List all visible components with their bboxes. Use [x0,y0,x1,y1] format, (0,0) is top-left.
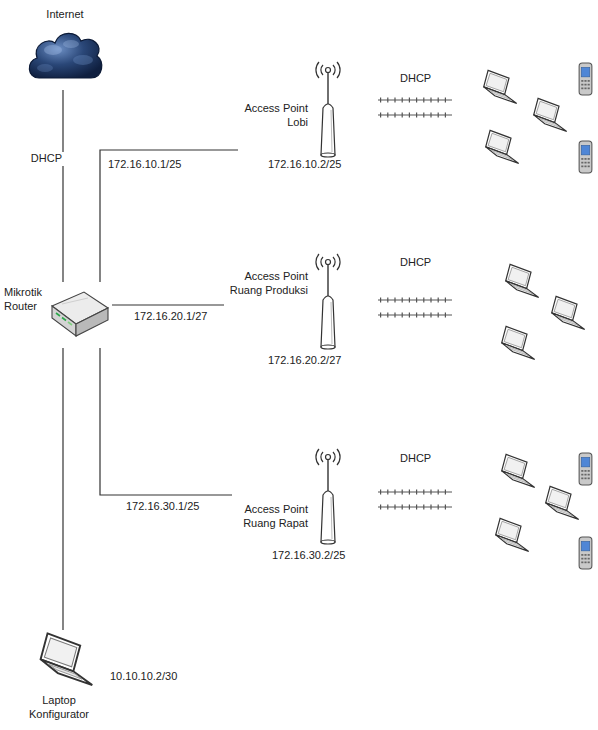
link-line [112,304,224,305]
link-line [100,150,238,282]
ip-address: 10.10.10.2/30 [110,670,177,684]
node-label: Mikrotik Router [4,286,50,314]
network-link [63,90,64,282]
access-point-icon [316,62,340,157]
client-devices [484,63,592,569]
wireless-link [378,100,452,507]
ip-address: 172.16.20.2/27 [268,354,341,368]
router-node: Mikrotik Router [4,282,112,348]
router-icon [52,292,108,336]
link-label: 172.16.20.1/27 [132,310,209,324]
network-link [100,150,238,282]
link-label: 172.16.10.1/25 [106,158,183,172]
network-link [112,305,224,306]
node-label: Laptop Konfigurator [14,694,104,722]
wireless-label: DHCP [400,256,431,270]
laptop-node: Laptop Konfigurator 10.10.10.2/30 [14,630,186,726]
node-label: Internet [25,8,105,22]
cloud-node: Internet [25,6,115,90]
access-point-node: Access Point Ruang Produksi 172.16.20.2/2… [224,250,348,370]
access-point-node: Access Point Ruang Rapat 172.16.30.2/25 [232,445,348,565]
node-label: Access Point Ruang Produksi [224,270,308,298]
node-label: Access Point Lobi [238,102,308,130]
link-label: 172.16.30.1/25 [124,500,201,514]
network-link [63,348,64,630]
ip-address: 172.16.10.2/25 [268,158,341,172]
link-line [62,90,63,282]
network-link [100,348,232,495]
access-point-icon [316,449,340,544]
access-point-icon [316,254,340,349]
link-label: DHCP [26,152,64,166]
laptop-icon [41,633,93,685]
ip-address: 172.16.30.2/25 [272,549,345,563]
internet-cloud [29,33,101,78]
link-line [62,348,63,630]
wireless-label: DHCP [400,72,431,86]
node-label: Access Point Ruang Rapat [232,503,308,531]
access-point-node: Access Point Lobi 172.16.10.2/25 [238,58,348,174]
wireless-label: DHCP [400,452,431,466]
link-line [100,348,232,495]
